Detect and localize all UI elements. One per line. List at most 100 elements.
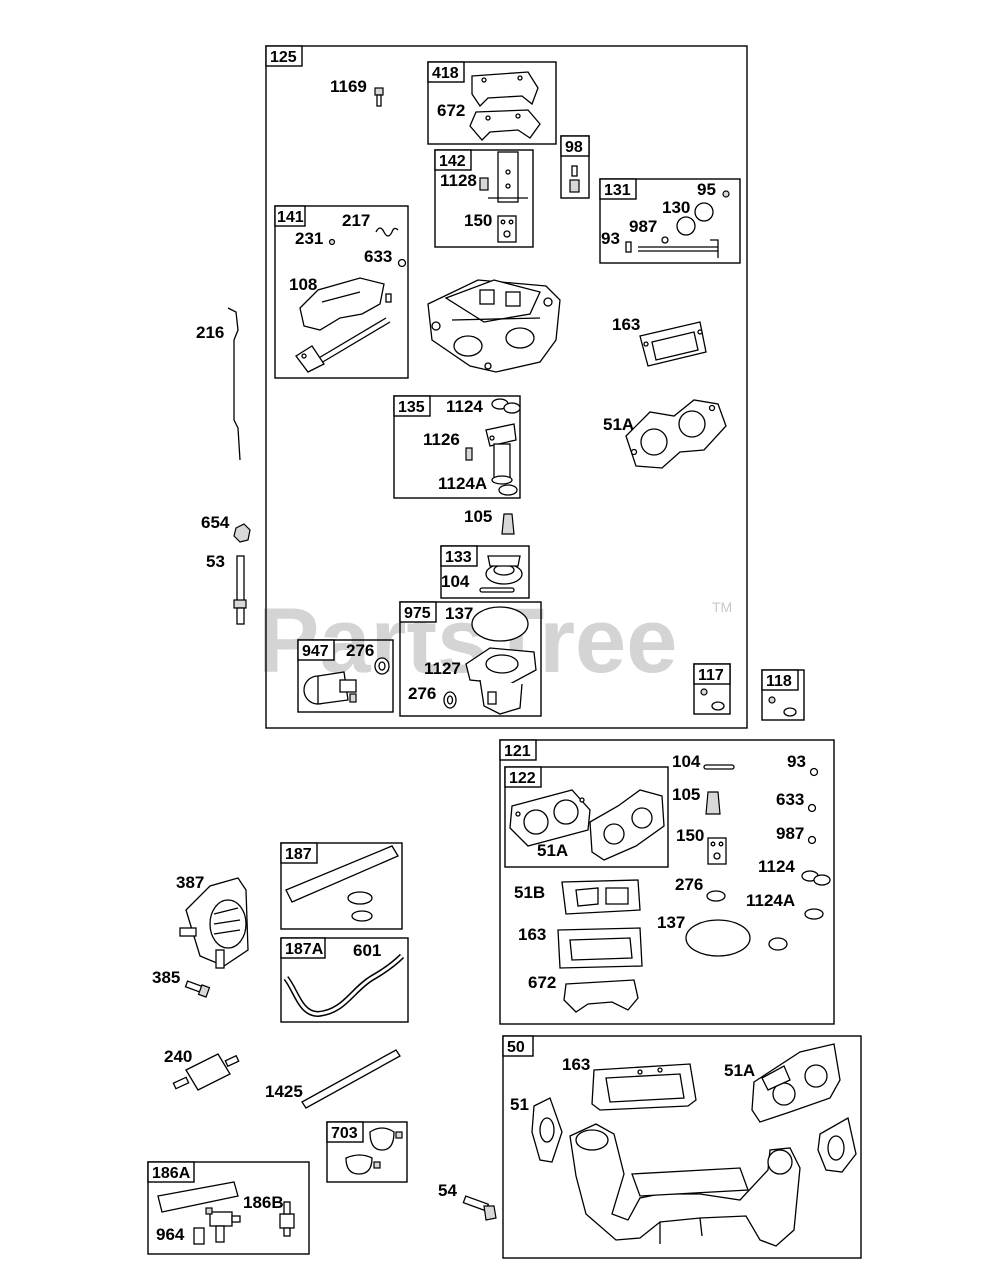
kit-703-label: 703 [331, 1125, 358, 1142]
part-135-float-bowl [485, 423, 517, 485]
part-163-gasket [639, 321, 707, 367]
part-93-label: 93 [601, 229, 620, 248]
kit-141-label: 141 [277, 209, 304, 226]
part-633-label-2: 633 [776, 790, 804, 809]
part-130-label: 130 [662, 198, 690, 217]
kit-947-tag [297, 639, 335, 661]
part-105-jet [501, 513, 515, 535]
part-1127-label: 1127 [424, 659, 461, 678]
part-150-plate [497, 215, 517, 243]
part-51-gasket-2 [817, 1116, 857, 1173]
part-51B-label: 51B [514, 883, 545, 902]
part-186B-fitting [279, 1201, 295, 1237]
part-117-parts [700, 688, 725, 711]
part-276-label: 276 [346, 641, 374, 660]
part-1128-bracket [479, 151, 528, 203]
part-105-label: 105 [464, 507, 492, 526]
kit-131-box [599, 178, 741, 264]
part-240-fuel-filter [172, 1053, 240, 1091]
part-163-label-2: 163 [518, 925, 546, 944]
part-672-label-2: 672 [528, 973, 556, 992]
part-150-label-2: 150 [676, 826, 704, 845]
part-51A-gasket-2 [589, 789, 665, 861]
kit-50-box [502, 1035, 862, 1259]
kit-187-box [280, 842, 403, 930]
part-387-label: 387 [176, 873, 204, 892]
kit-122-label: 122 [509, 770, 536, 787]
part-217-spring [375, 227, 399, 237]
kit-135-box [393, 395, 521, 499]
part-53-stud [233, 555, 247, 625]
part-987-label-2: 987 [776, 824, 804, 843]
part-1169-label: 1169 [330, 77, 367, 96]
part-1124A-seal-2 [804, 908, 824, 920]
part-95-label: 95 [697, 180, 716, 199]
part-163-gasket-3 [591, 1063, 697, 1111]
part-601-label: 601 [353, 941, 381, 960]
part-276-label-2: 276 [408, 684, 436, 703]
kit-418-group: 418 [427, 61, 557, 145]
kit-141-tag [274, 205, 306, 227]
part-964-label: 964 [156, 1225, 185, 1244]
part-51A-label-3: 51A [724, 1061, 755, 1080]
kit-187A-tag [280, 937, 326, 959]
kit-117-tag [693, 663, 731, 685]
part-975-fuel-bowl [465, 647, 537, 715]
part-51-gasket [531, 1097, 563, 1163]
part-654-nut [233, 523, 251, 543]
part-163-gasket-2 [557, 927, 643, 969]
part-104-pin-2 [703, 764, 735, 770]
kit-187-tag [280, 842, 318, 864]
part-216-label: 216 [196, 323, 224, 342]
watermark-trademark: TM [712, 599, 732, 615]
part-108-throttle-plate [295, 277, 392, 373]
kit-117-group: 117 [693, 663, 731, 715]
part-51A-gasket [625, 399, 727, 469]
part-186B-label: 186B [243, 1193, 284, 1212]
part-105-jet-2 [705, 791, 721, 815]
kit-121-box [499, 739, 835, 1025]
part-276-washer-3 [706, 890, 726, 902]
kit-122-tag [504, 766, 542, 788]
part-947-solenoid [303, 671, 357, 705]
kit-141-box [274, 205, 409, 379]
kit-703-tag [326, 1121, 364, 1143]
part-51-label: 51 [510, 1095, 529, 1114]
kit-947-box [297, 639, 394, 713]
kit-121-label: 121 [504, 743, 531, 760]
kit-131-group: 131 [599, 178, 741, 264]
part-1124A-label-2: 1124A [746, 891, 795, 910]
part-672-gasket-2 [563, 979, 639, 1013]
part-1124A-seal [498, 484, 518, 496]
kit-133-group: 133 [440, 545, 530, 599]
kit-50-tag [502, 1035, 534, 1057]
kit-947-label: 947 [302, 643, 329, 660]
kit-187A-box [280, 937, 409, 1023]
part-104-label-2: 104 [672, 752, 701, 771]
part-1169-screw [374, 87, 384, 107]
part-93-seal-2 [809, 767, 819, 777]
kit-947-group: 947 [297, 639, 394, 713]
kit-50-label: 50 [507, 1039, 525, 1056]
kit-135-label: 135 [398, 399, 425, 416]
part-1126-label: 1126 [423, 430, 460, 449]
kit-135-group: 135 [393, 395, 521, 499]
part-987-label: 987 [629, 217, 657, 236]
kit-125-group: 125 [265, 45, 748, 729]
part-1126-screw [465, 447, 473, 461]
part-633-seal-2 [807, 803, 817, 813]
kit-98-tag [560, 135, 590, 157]
part-240-label: 240 [164, 1047, 192, 1066]
kit-118-tag [761, 669, 799, 691]
kit-187-label: 187 [285, 846, 312, 863]
part-122-spacer [509, 789, 591, 847]
kit-187A-group: 187A [280, 937, 409, 1023]
kit-131-tag [599, 178, 637, 200]
part-137-label-2: 137 [657, 913, 685, 932]
kit-133-label: 133 [445, 549, 472, 566]
part-276-washer-2 [443, 691, 457, 709]
carburetor-body [427, 279, 561, 373]
part-150-label: 150 [464, 211, 492, 230]
part-51B-gasket [561, 879, 641, 915]
